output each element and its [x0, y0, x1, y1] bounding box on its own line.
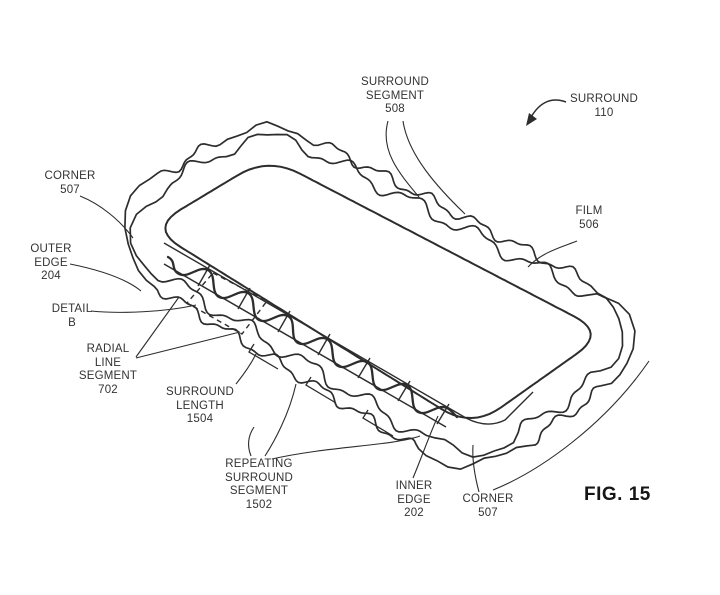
radial-line-segment [397, 380, 411, 402]
length-bracket [248, 343, 279, 370]
label-radial-line-segment: RADIAL LINE SEGMENT 702 [78, 343, 138, 396]
leader-repeating-c [271, 435, 421, 460]
leader-corner-bottom-a [472, 444, 480, 493]
surround-length-brackets-group [248, 343, 394, 437]
radial-line-segment [436, 403, 450, 425]
detail-b-dashed-box [185, 272, 269, 335]
radial-line-segment [317, 333, 331, 356]
outer-wavy-contour [124, 120, 636, 470]
inner-edge-pair-path [163, 242, 534, 425]
label-surround: SURROUND 110 [569, 93, 639, 119]
leader-corner-bottom-b [492, 360, 650, 491]
label-film: FILM 506 [575, 205, 603, 231]
label-inner-edge: INNER EDGE 202 [395, 480, 433, 519]
label-corner-bottom: CORNER 507 [462, 493, 514, 519]
leader-surround-segment-a [385, 120, 420, 198]
inner-wavy-contour [129, 133, 624, 458]
label-detail-b: DETAIL B [51, 303, 93, 329]
length-bracket [305, 376, 337, 404]
radial-line-segment [277, 310, 291, 333]
film-outline-path [164, 164, 592, 420]
radial-line-segment [197, 264, 211, 287]
leader-detail-b [90, 304, 197, 313]
label-repeating-surround-segment: REPEATING SURROUND SEGMENT 1502 [224, 458, 294, 511]
radial-line-segment [357, 357, 371, 379]
radial-line-segments-group [197, 264, 450, 425]
leader-radial-b [135, 331, 241, 359]
label-corner-top: CORNER 507 [44, 170, 96, 196]
leader-inner-edge [412, 415, 439, 479]
leader-corner-top [79, 195, 134, 239]
surround-arrowhead-icon [526, 113, 537, 126]
leader-radial-a [135, 296, 180, 358]
leader-outer-edge [69, 263, 142, 292]
leader-repeating-b [264, 383, 297, 457]
leader-film [527, 240, 578, 268]
length-bracket [362, 409, 394, 437]
label-outer-edge: OUTER EDGE 204 [30, 243, 72, 282]
label-surround-length: SURROUND LENGTH 1504 [165, 386, 235, 425]
label-surround-segment: SURROUND SEGMENT 508 [360, 76, 430, 115]
leader-repeating-a [248, 426, 255, 457]
repeating-surround-wave-path [166, 255, 459, 419]
leader-lines-group [69, 120, 650, 493]
leader-surround-length [235, 353, 257, 385]
leader-surround-segment-b [402, 120, 466, 215]
figure-caption: FIG. 15 [584, 484, 651, 505]
